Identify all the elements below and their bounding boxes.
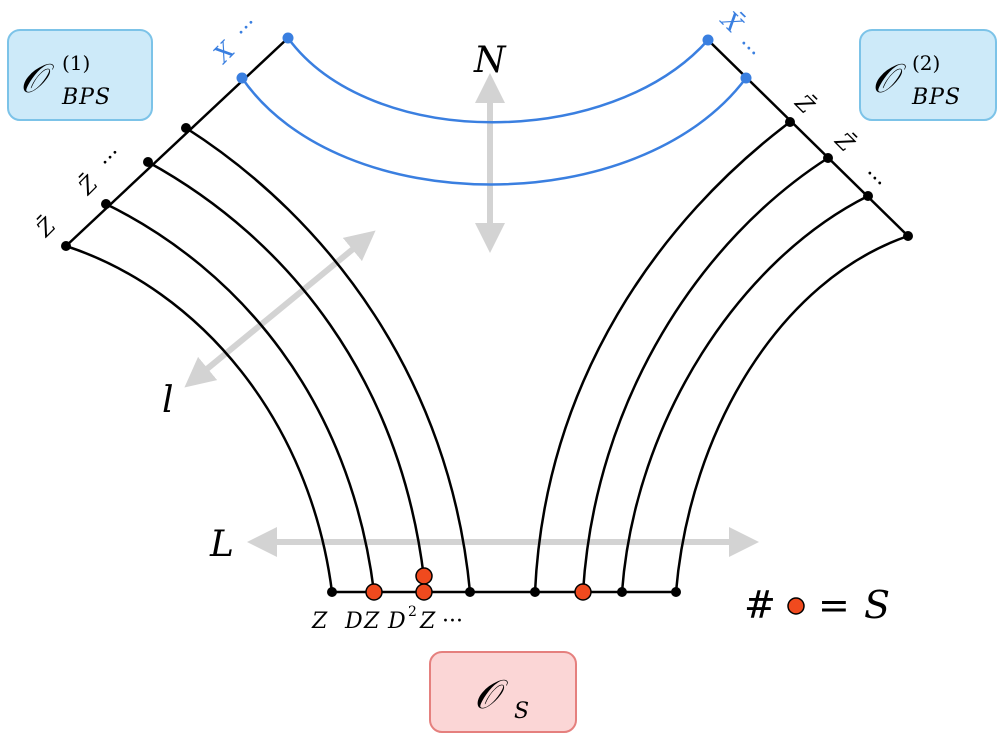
N-label: N (473, 40, 507, 81)
legend-equals: = (818, 583, 850, 627)
left-propagator-4 (185, 126, 472, 593)
left-propagator-1 (65, 244, 334, 593)
legend-s: S (864, 583, 890, 627)
dot (903, 231, 913, 241)
right-propagator-3 (620, 194, 869, 593)
dot (530, 587, 540, 597)
operator-bps-2-box: 𝒪 (2) BPS (859, 29, 997, 121)
bps2-subscript: BPS (911, 85, 961, 110)
blue-propagators (240, 37, 748, 186)
left-zbar-label-1: Z̄ (30, 212, 61, 243)
bottom-field-labels: Z D Z D 2 Z ··· (311, 604, 463, 634)
right-xbar-label: X̄ (714, 5, 748, 39)
bottom-dots: ··· (442, 609, 463, 634)
black-dots (61, 117, 913, 597)
operator-bps-1-box: 𝒪 (1) BPS (7, 29, 153, 121)
propagators (65, 121, 909, 593)
red-dot (574, 583, 592, 601)
left-propagator-3 (147, 160, 426, 579)
axis-arrows (184, 73, 759, 557)
bps1-box-background (7, 29, 153, 121)
left-field-labels: Z̄ Z̄ ··· (30, 142, 127, 243)
red-dots (365, 567, 592, 601)
dot (327, 587, 337, 597)
blue-propagator-outer (286, 37, 709, 124)
red-dot (365, 583, 383, 601)
l-arrow (184, 230, 376, 388)
left-zbar-label-2: Z̄ (72, 170, 103, 201)
bottom-d2-label: D (387, 609, 406, 634)
blue-dot (282, 32, 294, 44)
legend: # = S (744, 583, 890, 627)
right-propagator-1 (533, 121, 791, 593)
dot (671, 587, 681, 597)
bottom-d-label: D (344, 609, 363, 634)
dot (143, 157, 153, 167)
dot (617, 587, 627, 597)
legend-hash: # (744, 583, 776, 627)
right-propagator-4 (674, 234, 909, 593)
red-dot (415, 583, 433, 601)
dot (465, 587, 475, 597)
bps1-subscript: BPS (61, 85, 111, 110)
bps1-superscript: (1) (62, 51, 90, 75)
left-x-label: X (207, 36, 241, 70)
bps2-box-background (859, 29, 997, 121)
legend-red-dot (787, 597, 805, 615)
dot (101, 199, 111, 209)
left-dots: ··· (95, 142, 128, 175)
L-label: L (209, 524, 234, 565)
right-blue-dots: ··· (732, 33, 765, 66)
bottom-z3-label: Z (419, 609, 436, 634)
blue-dot (236, 72, 248, 84)
blue-dot (702, 34, 714, 46)
right-zbar-label-1: Z̄ (789, 88, 820, 119)
bottom-d2-exponent: 2 (408, 604, 417, 620)
red-dot (415, 567, 433, 585)
bottom-z1-label: Z (311, 609, 328, 634)
bottom-z2-label: Z (363, 609, 380, 634)
bps2-superscript: (2) (912, 51, 940, 75)
right-propagator-2 (581, 156, 829, 593)
right-operator-edge (707, 39, 909, 237)
operator-s-box: 𝒪 S (429, 651, 577, 733)
dot (181, 123, 191, 133)
left-blue-dots: ··· (231, 12, 264, 45)
left-operator-edge (65, 37, 289, 247)
dot (863, 191, 873, 201)
blue-dots (236, 32, 752, 84)
blue-dot (740, 72, 752, 84)
s-box-background (429, 651, 577, 733)
blue-propagator-inner (240, 77, 748, 186)
l-label: l (162, 380, 174, 421)
right-zbar-label-2: Z̄ (829, 126, 860, 157)
dot (823, 153, 833, 163)
s-subscript: S (514, 699, 530, 724)
dot (785, 117, 795, 127)
dot (61, 241, 71, 251)
left-propagator-2 (105, 202, 376, 593)
